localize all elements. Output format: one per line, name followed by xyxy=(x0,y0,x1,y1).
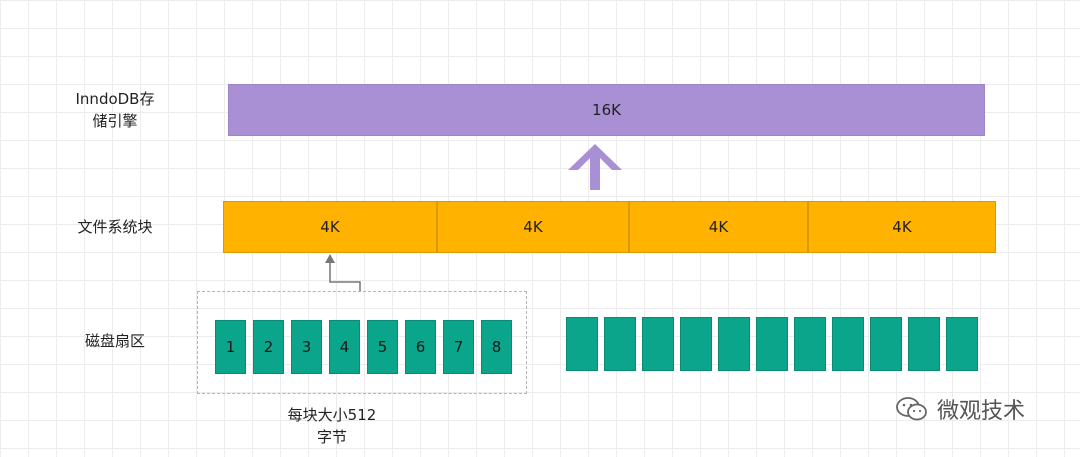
sector-1: 1 xyxy=(215,320,246,374)
sector-row-label: 磁盘扇区 xyxy=(84,332,145,350)
watermark: 微观技术 xyxy=(895,393,1025,425)
fs-block-3-label: 4K xyxy=(708,218,729,236)
innodb-label-line2: 储引擎 xyxy=(92,112,138,130)
sector-caption-line2: 字节 xyxy=(316,428,347,446)
sector-4: 4 xyxy=(329,320,360,374)
fs-block-1-label: 4K xyxy=(320,218,340,236)
wechat-icon xyxy=(896,397,927,421)
sector-blank xyxy=(908,317,940,371)
sector-blank xyxy=(566,317,598,371)
fs-block-1: 4K xyxy=(223,201,437,253)
sector-size-caption: 每块大小512 字节 xyxy=(262,404,402,448)
sector-blank xyxy=(794,317,826,371)
sector-blank xyxy=(946,317,978,371)
fs-block-4: 4K xyxy=(808,201,996,253)
sector-blank xyxy=(756,317,788,371)
sector-blank xyxy=(718,317,750,371)
fs-block-2: 4K xyxy=(437,201,629,253)
fs-block-3: 4K xyxy=(629,201,808,253)
sector-7: 7 xyxy=(443,320,474,374)
innodb-label-line1: InndoDB存 xyxy=(75,90,155,108)
watermark-text: 微观技术 xyxy=(937,399,1026,424)
sector-caption-line1: 每块大小512 xyxy=(287,406,377,424)
sector-5: 5 xyxy=(367,320,398,374)
innodb-row-label: InndoDB存 储引擎 xyxy=(60,88,170,132)
innodb-page-block: 16K xyxy=(228,84,985,136)
sector-blank xyxy=(680,317,712,371)
connector-arrow-icon xyxy=(325,254,361,292)
sector-6: 6 xyxy=(405,320,436,374)
sector-group-outline xyxy=(197,291,527,394)
fs-block-2-label: 4K xyxy=(523,218,543,236)
sector-3: 3 xyxy=(291,320,322,374)
fs-row-label: 文件系统块 xyxy=(77,218,153,236)
fs-block-4-label: 4K xyxy=(892,218,912,236)
up-arrow-icon xyxy=(568,144,622,190)
sector-blank xyxy=(870,317,902,371)
sector-blank xyxy=(832,317,864,371)
sector-blank xyxy=(604,317,636,371)
sector-8: 8 xyxy=(481,320,512,374)
innodb-page-size: 16K xyxy=(592,101,621,119)
sector-blank xyxy=(642,317,674,371)
sector-2: 2 xyxy=(253,320,284,374)
